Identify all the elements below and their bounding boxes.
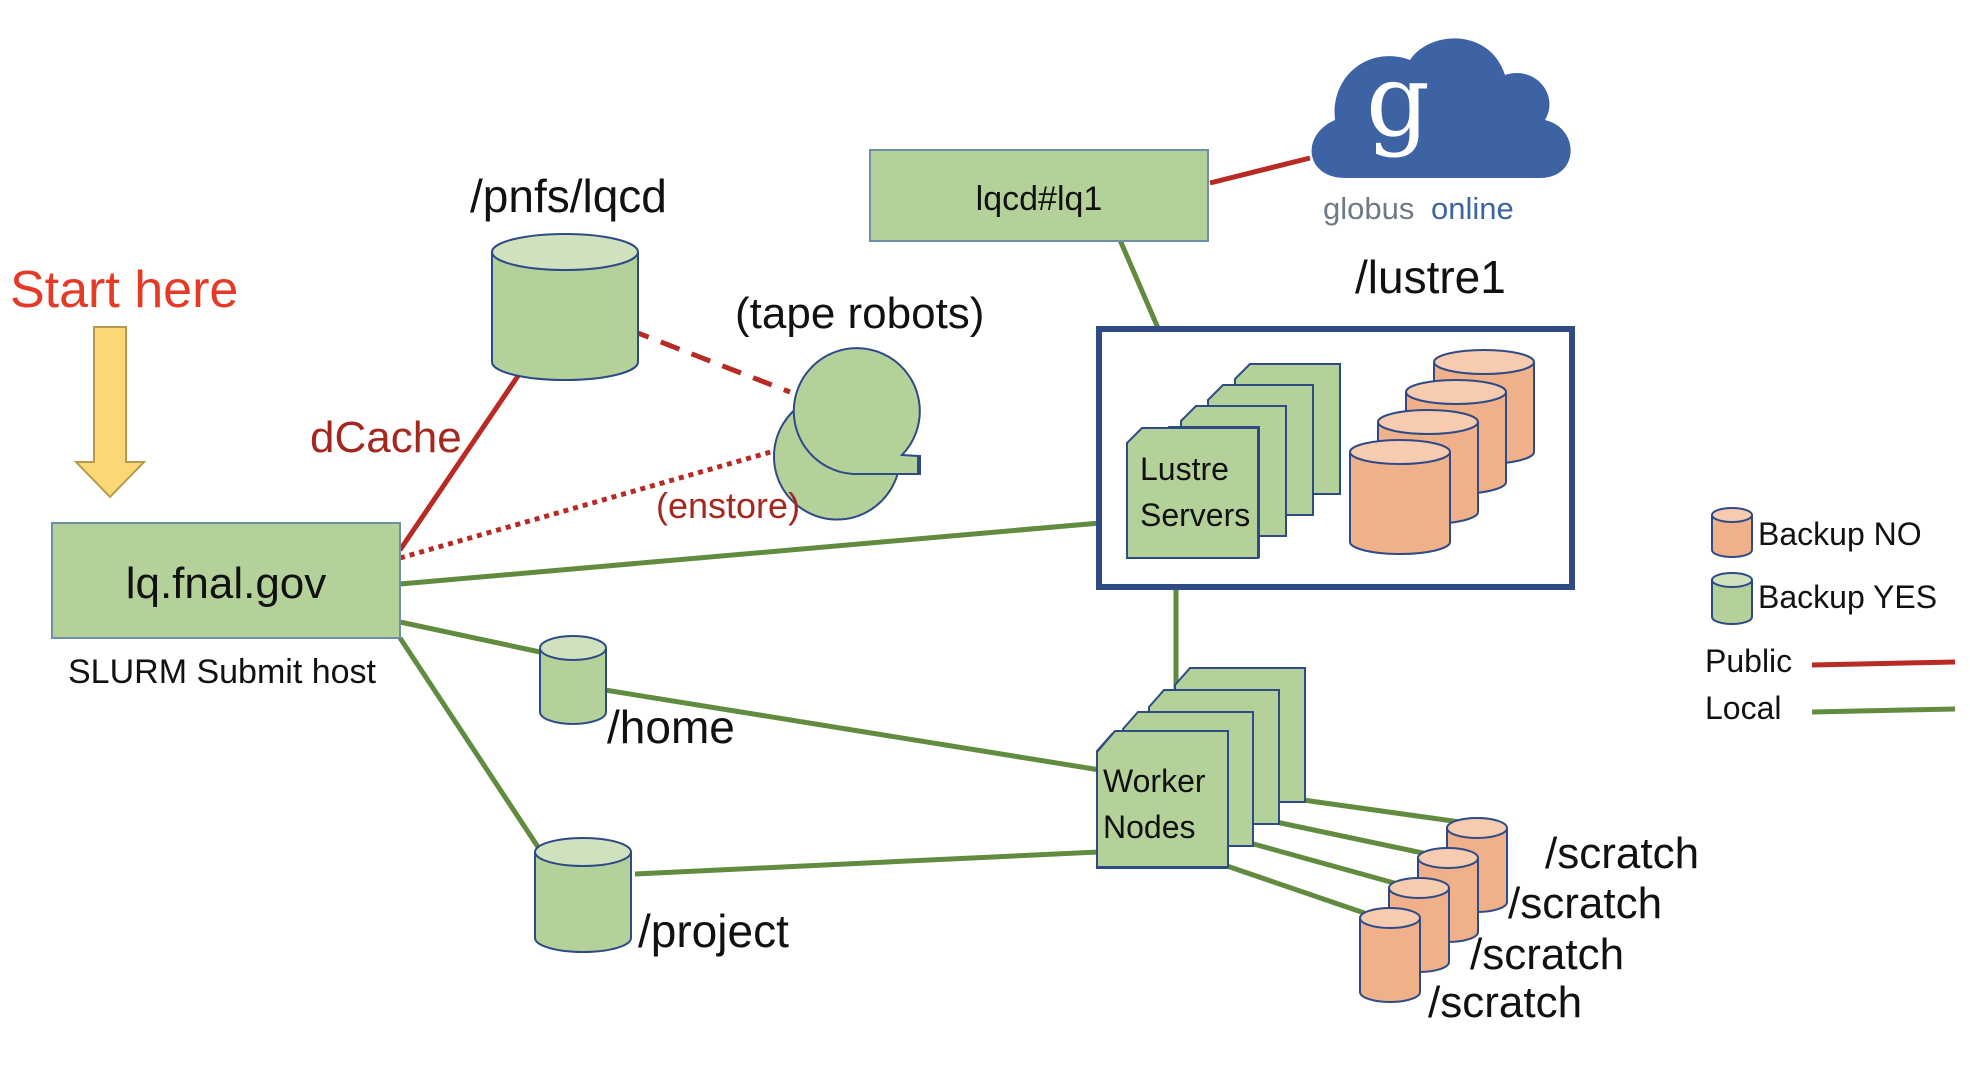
scratch-label-1: /scratch <box>1545 829 1699 878</box>
dtn-box[interactable] <box>869 149 1209 242</box>
legend-local-line <box>1811 706 1956 715</box>
globus-glyph: g <box>1366 42 1430 159</box>
globus-online-wordmark: globus online <box>1323 191 1514 226</box>
lustre-disks-icon <box>1349 349 1535 555</box>
pnfs-cylinder-icon <box>491 233 639 381</box>
link-worker-scratch-3 <box>1249 840 1406 889</box>
submit-host-box[interactable] <box>51 522 401 639</box>
legend-backup-yes: Backup YES <box>1758 579 1937 615</box>
home-label: /home <box>607 701 735 753</box>
connection-lines <box>397 155 1461 920</box>
start-here-label: Start here <box>10 261 238 319</box>
worker-nodes-line2: Nodes <box>1103 809 1196 845</box>
link-submit-pnfs <box>397 368 525 552</box>
link-submit-tape <box>399 442 796 561</box>
legend-local: Local <box>1705 690 1782 726</box>
link-worker-scratch-4 <box>1223 862 1377 920</box>
submit-host-name: lq.fnal.gov <box>126 559 327 608</box>
link-home-workers <box>604 687 1101 773</box>
legend-public-line <box>1811 659 1956 668</box>
scratch-label-2: /scratch <box>1508 879 1662 928</box>
link-worker-scratch-1 <box>1302 797 1461 825</box>
lustre-servers-stack <box>1126 363 1341 559</box>
scratch-label-3: /scratch <box>1470 930 1624 979</box>
tape-robots-label: (tape robots) <box>735 289 984 338</box>
home-cylinder-icon <box>539 635 607 725</box>
legend-backup-no-icon <box>1711 507 1753 558</box>
lustre-servers-line2: Servers <box>1140 497 1250 533</box>
legend: Backup NO Backup YES Public Local <box>1705 507 1956 726</box>
link-worker-scratch-2 <box>1275 819 1433 858</box>
link-pnfs-tape <box>629 327 791 395</box>
worker-nodes-line1: Worker <box>1103 763 1206 799</box>
scratch-disks-icon <box>1359 817 1508 1003</box>
globus-logo: g globus online <box>1311 38 1571 226</box>
submit-host-caption: SLURM Submit host <box>68 653 377 691</box>
link-dtn-lustre <box>1117 239 1161 329</box>
link-submit-lustre <box>399 520 1101 587</box>
online-word: online <box>1431 191 1514 226</box>
legend-backup-no: Backup NO <box>1758 516 1922 552</box>
link-dtn-globus <box>1209 155 1311 186</box>
tape-reel-body <box>792 347 921 475</box>
dtn-label: lqcd#lq1 <box>976 180 1103 218</box>
project-cylinder-icon <box>534 837 632 953</box>
pnfs-label: /pnfs/lqcd <box>470 170 667 222</box>
globus-word: globus <box>1323 191 1414 226</box>
legend-public: Public <box>1705 643 1792 679</box>
globus-cloud-icon <box>1311 38 1571 178</box>
worker-nodes-stack <box>1096 667 1306 869</box>
project-label: /project <box>638 905 789 957</box>
scratch-label-4: /scratch <box>1428 978 1582 1027</box>
link-submit-project <box>397 636 543 852</box>
enstore-label: (enstore) <box>656 485 800 526</box>
link-submit-home <box>399 619 541 655</box>
lustre-servers-line1: Lustre <box>1140 451 1229 487</box>
dcache-label: dCache <box>310 413 462 462</box>
link-project-workers <box>634 849 1099 877</box>
start-arrow-icon <box>73 326 147 499</box>
legend-backup-yes-icon <box>1711 572 1753 625</box>
lustre-label: /lustre1 <box>1355 251 1506 303</box>
